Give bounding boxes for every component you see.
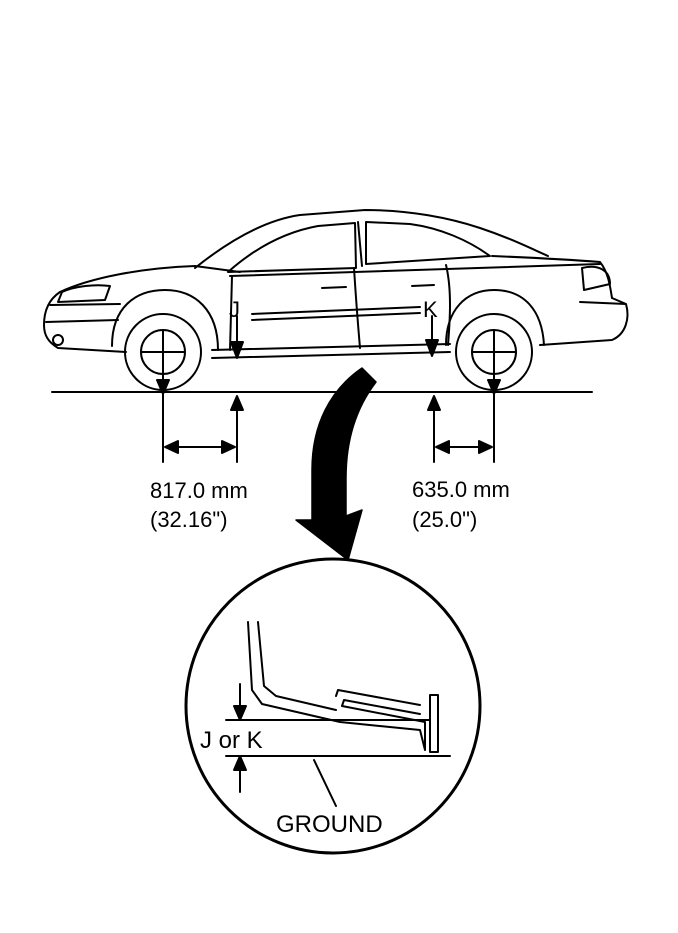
front-fascia-lines <box>45 303 121 323</box>
front-door <box>229 267 361 351</box>
callout-curved-arrow <box>295 367 377 561</box>
rear-dimension <box>427 351 501 463</box>
belt-line <box>229 263 601 277</box>
rear-bumper <box>539 297 629 346</box>
rear-door-handle <box>411 284 435 287</box>
front-dimension-mm: 817.0 mm <box>150 478 248 503</box>
car-roofline <box>194 209 549 269</box>
tail-lamp <box>581 265 611 291</box>
front-dimension-in: (32.16") <box>150 507 228 532</box>
label-k: K <box>423 297 438 322</box>
lift-pad-detail <box>225 621 451 807</box>
rear-dimension-in: (25.0") <box>412 507 477 532</box>
front-dimension <box>156 351 244 463</box>
detail-label-j-or-k: J or K <box>200 727 263 754</box>
b-pillar <box>357 221 363 267</box>
front-bumper <box>43 291 127 353</box>
label-j: J <box>229 297 240 322</box>
front-door-handle <box>321 286 347 289</box>
bottom-arrowhead <box>233 755 247 771</box>
ground-leader-line <box>313 759 337 807</box>
pinch-weld <box>429 694 439 753</box>
rear-window <box>365 221 491 265</box>
detail-view-circle <box>184 557 482 855</box>
lift-point-j-marker <box>230 315 244 359</box>
headlamp <box>57 284 111 303</box>
front-window <box>227 222 357 273</box>
car-side-view <box>43 209 629 391</box>
fog-lamp <box>52 334 64 346</box>
rear-door <box>445 264 451 346</box>
side-molding <box>251 306 421 321</box>
lift-arm <box>247 621 426 751</box>
lift-point-k-marker <box>425 315 439 357</box>
rocker-panel <box>211 343 451 359</box>
car-hood <box>59 265 241 293</box>
detail-label-ground: GROUND <box>276 811 383 838</box>
rear-dimension-mm: 635.0 mm <box>412 477 510 502</box>
top-arrowhead <box>233 705 247 721</box>
front-wheel-arch <box>111 289 219 351</box>
rear-wheel-arch <box>445 289 545 346</box>
